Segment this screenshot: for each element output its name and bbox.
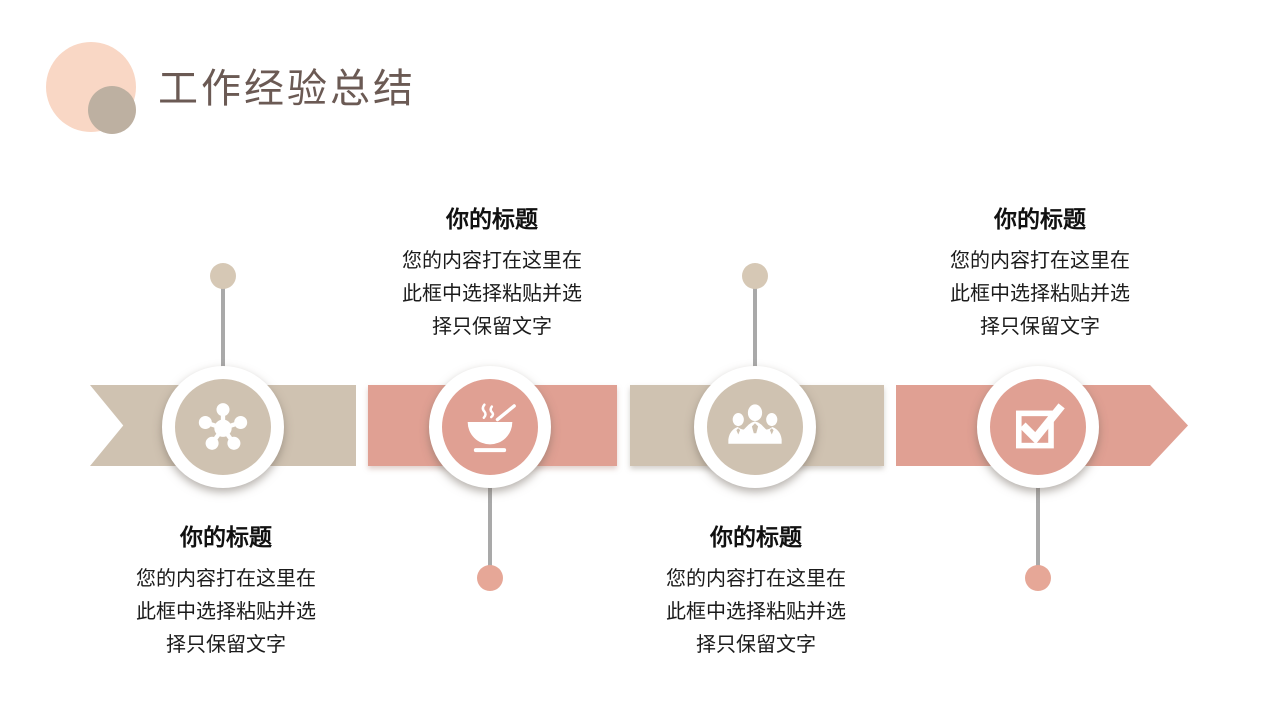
timeline-node-4 bbox=[977, 366, 1099, 488]
step-text-block-4: 你的标题 您的内容打在这里在 此框中选择粘贴并选 择只保留文字 bbox=[920, 200, 1160, 344]
step-text-block-2: 你的标题 您的内容打在这里在 此框中选择粘贴并选 择只保留文字 bbox=[372, 200, 612, 344]
step-body-line: 您的内容打在这里在 bbox=[402, 250, 582, 272]
timeline-node-2 bbox=[429, 366, 551, 488]
connector-stem bbox=[753, 288, 757, 370]
step-text-block-3: 你的标题 您的内容打在这里在 此框中选择粘贴并选 择只保留文字 bbox=[636, 518, 876, 662]
step-body-line: 您的内容打在这里在 bbox=[950, 250, 1130, 272]
step-body-line: 择只保留文字 bbox=[432, 316, 552, 338]
step-title: 你的标题 bbox=[446, 206, 538, 232]
step-body-line: 您的内容打在这里在 bbox=[136, 568, 316, 590]
step-title: 你的标题 bbox=[180, 524, 272, 550]
slide-title: 工作经验总结 bbox=[158, 66, 416, 111]
checkbox-icon bbox=[1015, 403, 1065, 449]
connector-stem bbox=[1036, 484, 1040, 568]
step-title: 你的标题 bbox=[994, 206, 1086, 232]
connector-dot bbox=[1025, 565, 1051, 591]
connector-dot bbox=[477, 565, 503, 591]
connector-dot bbox=[742, 263, 768, 289]
decoration-circle-small bbox=[88, 86, 136, 134]
connector-stem bbox=[221, 288, 225, 370]
step-body-line: 择只保留文字 bbox=[980, 316, 1100, 338]
step-body-line: 您的内容打在这里在 bbox=[666, 568, 846, 590]
step-body-line: 择只保留文字 bbox=[696, 634, 816, 656]
team-icon bbox=[728, 404, 782, 444]
step-body-line: 择只保留文字 bbox=[166, 634, 286, 656]
step-body-line: 此框中选择粘贴并选 bbox=[136, 601, 316, 623]
network-icon bbox=[198, 403, 248, 450]
timeline-node-1 bbox=[162, 366, 284, 488]
step-body-line: 此框中选择粘贴并选 bbox=[666, 601, 846, 623]
connector-dot bbox=[210, 263, 236, 289]
step-body-line: 此框中选择粘贴并选 bbox=[402, 283, 582, 305]
step-text-block-1: 你的标题 您的内容打在这里在 此框中选择粘贴并选 择只保留文字 bbox=[106, 518, 346, 662]
food-bowl-icon bbox=[467, 403, 516, 453]
step-body-line: 此框中选择粘贴并选 bbox=[950, 283, 1130, 305]
timeline-node-3 bbox=[694, 366, 816, 488]
connector-stem bbox=[488, 484, 492, 568]
step-title: 你的标题 bbox=[710, 524, 802, 550]
